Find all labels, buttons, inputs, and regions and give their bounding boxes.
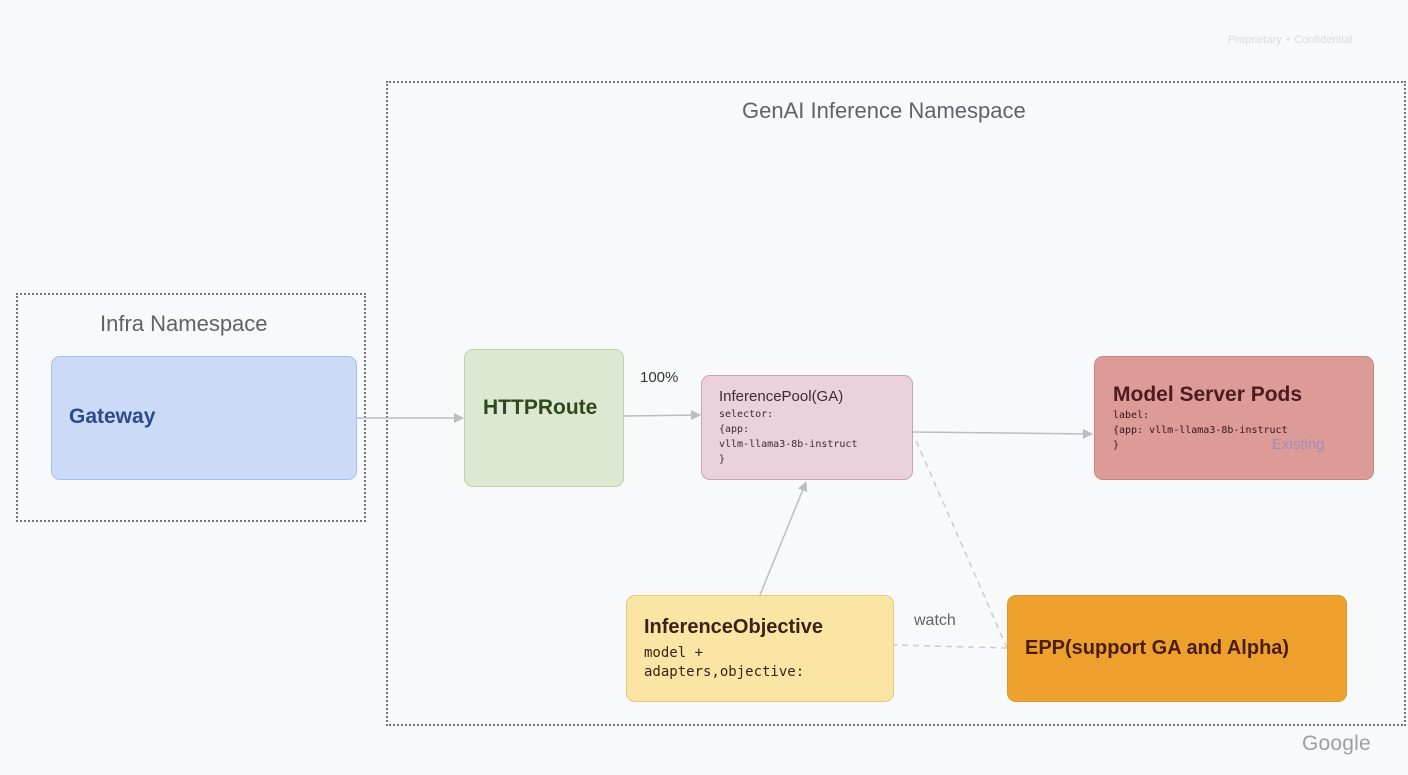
model-server-pods-title: Model Server Pods — [1113, 383, 1303, 406]
route-weight-label: 100% — [640, 369, 679, 386]
genai-namespace-container — [386, 81, 1406, 726]
watch-label: watch — [914, 612, 956, 629]
edge-httproute-to-pool — [623, 410, 701, 421]
httproute-label: HTTPRoute — [483, 396, 598, 419]
epp-node — [1007, 595, 1347, 702]
inference-objective-line: model + — [644, 645, 704, 661]
inference-pool-line: vllm-llama3-8b-instruct — [719, 439, 858, 450]
inference-pool-line: } — [719, 454, 726, 465]
inference-pool-title: InferencePool(GA) — [719, 388, 844, 405]
genai-namespace-title: GenAI Inference Namespace — [742, 98, 1026, 123]
edge-pool-to-model-pods — [912, 428, 1093, 439]
infra-namespace-container — [16, 293, 366, 522]
model-server-pods-node — [1094, 356, 1374, 480]
inference-objective-line: adapters,objective: — [644, 664, 805, 680]
model-server-pods-line: } — [1113, 440, 1120, 451]
infra-namespace-title: Infra Namespace — [100, 311, 268, 336]
edge-epp-watch-pool — [913, 435, 1008, 649]
httproute-node — [464, 349, 624, 487]
confidential-label: Proprietary + Confidential — [1228, 34, 1353, 46]
epp-label: EPP(support GA and Alpha) — [1025, 637, 1290, 659]
google-logo: Google — [1302, 732, 1371, 755]
edge-epp-watch-objective — [893, 644, 1008, 649]
model-server-pods-line: {app: vllm-llama3-8b-instruct — [1113, 425, 1288, 436]
existing-tag: Existing — [1272, 436, 1325, 453]
inference-pool-line: {app: — [719, 424, 750, 435]
gateway-node — [51, 356, 357, 480]
inference-objective-title: InferenceObjective — [644, 616, 823, 638]
model-server-pods-line: label: — [1113, 410, 1150, 421]
inference-pool-node — [701, 375, 913, 480]
inference-pool-line: selector: — [719, 409, 774, 420]
inference-objective-node — [626, 595, 894, 702]
gateway-label: Gateway — [69, 405, 156, 428]
edge-objective-to-pool — [759, 481, 808, 596]
